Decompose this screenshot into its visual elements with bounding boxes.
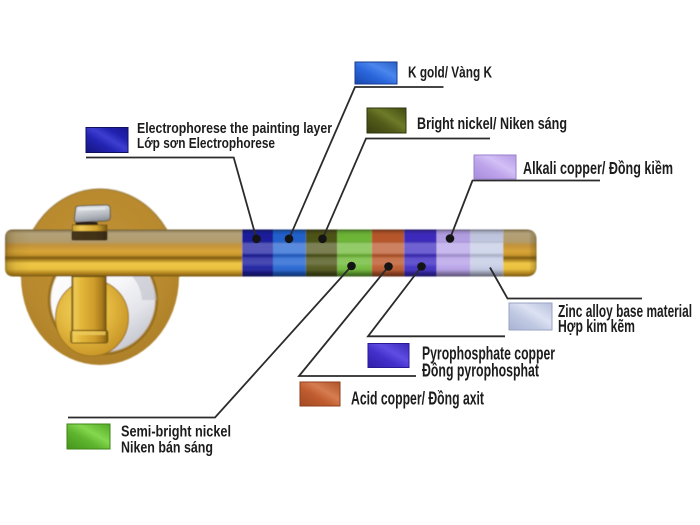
svg-text:Alkali copper/ Đồng kiềm: Alkali copper/ Đồng kiềm xyxy=(523,158,673,178)
svg-text:Bright nickel/ Niken sáng: Bright nickel/ Niken sáng xyxy=(417,114,567,133)
svg-text:Pyrophosphate copper: Pyrophosphate copper xyxy=(422,344,555,364)
svg-text:Electrophorese the painting la: Electrophorese the painting layer xyxy=(137,120,332,137)
svg-text:K gold/ Vàng K: K gold/ Vàng K xyxy=(408,65,493,82)
svg-text:Niken bán sáng: Niken bán sáng xyxy=(121,440,213,457)
svg-text:Acid copper/ Đồng axit: Acid copper/ Đồng axit xyxy=(351,389,484,409)
svg-text:Zinc alloy base material: Zinc alloy base material xyxy=(558,301,692,321)
svg-text:Semi-bright nickel: Semi-bright nickel xyxy=(121,424,231,441)
svg-text:Đồng pyrophosphat: Đồng pyrophosphat xyxy=(422,361,539,381)
svg-text:Hợp kim kẽm: Hợp kim kẽm xyxy=(558,316,635,336)
svg-text:Lớp sơn Electrophorese: Lớp sơn Electrophorese xyxy=(137,135,275,152)
